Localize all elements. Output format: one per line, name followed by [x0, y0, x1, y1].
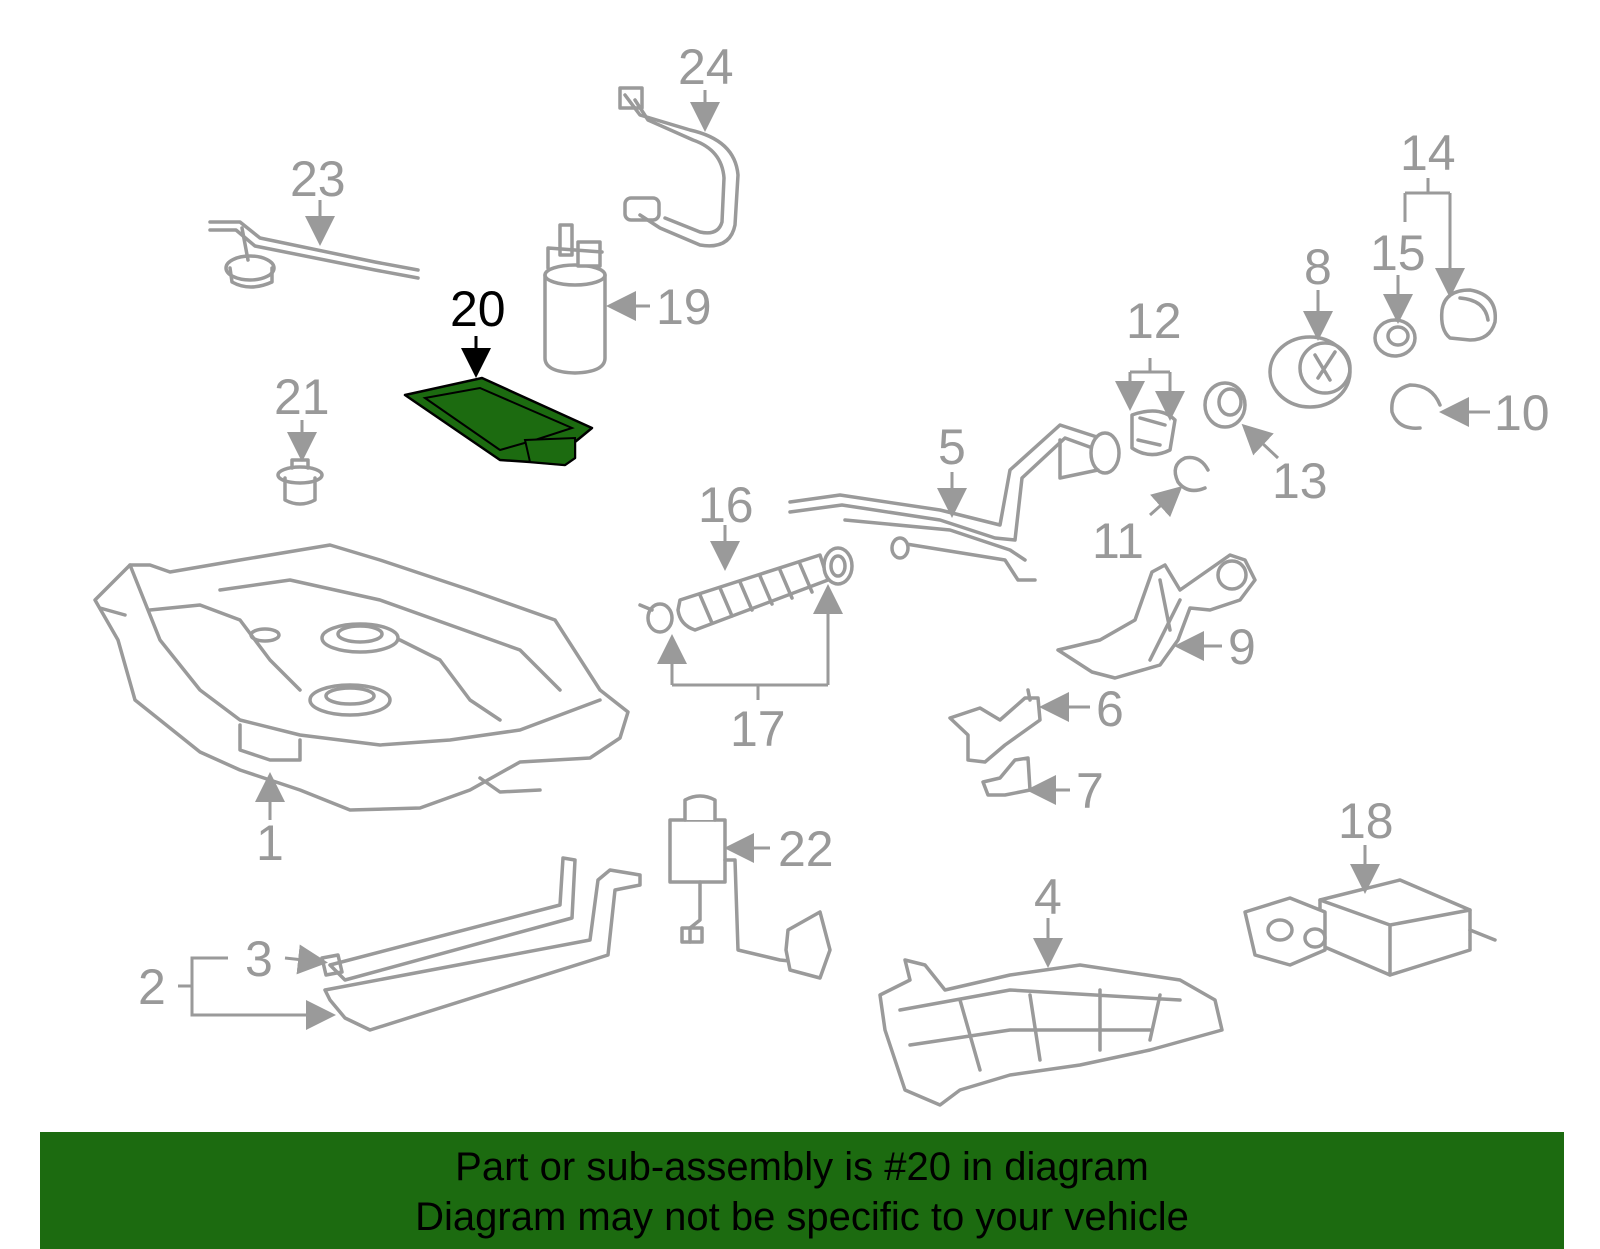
part-24-fuel-line	[618, 86, 740, 248]
label-2: 2	[138, 959, 166, 1015]
label-20: 20	[450, 281, 506, 337]
leader-2-top	[190, 956, 228, 968]
label-3: 3	[245, 931, 273, 987]
label-23: 23	[290, 151, 346, 207]
part-2-3-tank-straps	[320, 856, 642, 1032]
part-6-bracket	[948, 688, 1042, 764]
part-23-sender-wire	[208, 220, 420, 289]
leader-13	[1241, 423, 1280, 460]
part-15-gasket	[1373, 318, 1417, 358]
label-9: 9	[1228, 619, 1256, 675]
part-18-charcoal-canister	[1243, 878, 1497, 977]
label-5: 5	[938, 419, 966, 475]
label-8: 8	[1304, 239, 1332, 295]
label-12: 12	[1126, 293, 1182, 349]
part-5-filler-pipe	[788, 423, 1121, 582]
banner-line-2: Diagram may not be specific to your vehi…	[415, 1195, 1189, 1239]
leader-14-bracket	[1405, 178, 1450, 195]
part-10-retainer	[1390, 383, 1442, 430]
leader-17-bracket	[672, 683, 828, 700]
label-1: 1	[256, 815, 284, 871]
info-banner: Part or sub-assembly is #20 in diagram D…	[40, 1132, 1564, 1249]
label-19: 19	[656, 279, 712, 335]
part-9-filler-bracket	[1056, 553, 1257, 680]
label-6: 6	[1096, 681, 1124, 737]
leader-3	[284, 944, 328, 975]
part-19-fuel-pump	[543, 223, 607, 375]
banner-line-1: Part or sub-assembly is #20 in diagram	[455, 1145, 1149, 1189]
part-8-cap-housing	[1268, 335, 1352, 409]
label-15: 15	[1370, 225, 1426, 281]
part-14-fuel-cap	[1439, 288, 1498, 342]
part-21-grommet	[276, 458, 324, 506]
label-14: 14	[1400, 125, 1456, 181]
label-24: 24	[678, 39, 734, 95]
part-11-ring	[1173, 455, 1210, 493]
part-7-bracket	[981, 756, 1032, 797]
part-4-protector	[878, 958, 1224, 1107]
leader-2	[190, 968, 336, 1030]
leader-12-bracket	[1130, 358, 1170, 374]
label-4: 4	[1034, 869, 1062, 925]
label-22: 22	[778, 821, 834, 877]
part-13-seal	[1203, 381, 1247, 429]
part-12-clamp	[1130, 409, 1177, 457]
label-11: 11	[1092, 513, 1144, 569]
part-1-fuel-tank	[93, 543, 630, 812]
label-10: 10	[1494, 385, 1550, 441]
label-13: 13	[1272, 453, 1328, 509]
label-18: 18	[1338, 793, 1394, 849]
part-20-fuel-filter-highlighted	[403, 376, 594, 467]
part-16-filler-hose	[638, 546, 854, 634]
label-7: 7	[1076, 763, 1104, 819]
label-17: 17	[730, 701, 786, 757]
label-21: 21	[274, 369, 330, 425]
leader-11	[1149, 486, 1183, 518]
label-16: 16	[698, 477, 754, 533]
